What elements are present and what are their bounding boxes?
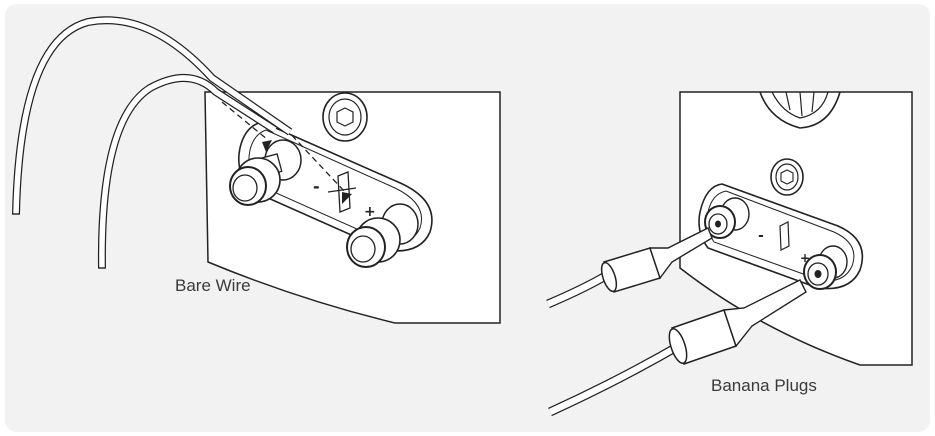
negative-sign-left: - xyxy=(313,177,320,196)
bare-wire-caption: Bare Wire xyxy=(175,276,251,295)
positive-binding-post-right xyxy=(803,245,848,290)
positive-binding-post-left xyxy=(346,203,419,268)
bare-wire xyxy=(12,16,293,269)
banana-plug-negative xyxy=(546,227,713,309)
banana-plugs-scene xyxy=(546,91,913,417)
negative-binding-post-left xyxy=(229,139,302,206)
positive-sign-left: + xyxy=(364,204,376,220)
banana-plugs-caption: Banana Plugs xyxy=(711,376,817,395)
negative-binding-post-right xyxy=(704,197,750,239)
negative-sign-right: - xyxy=(758,228,764,244)
positive-sign-right: + xyxy=(800,251,810,265)
bare-wire-scene xyxy=(12,16,501,324)
illustration-panel: - + xyxy=(5,4,930,432)
screw-icon-right xyxy=(770,158,804,196)
connection-illustration: - + xyxy=(12,16,913,417)
screw-icon-left xyxy=(322,92,368,142)
banana-plug-positive xyxy=(548,279,807,417)
